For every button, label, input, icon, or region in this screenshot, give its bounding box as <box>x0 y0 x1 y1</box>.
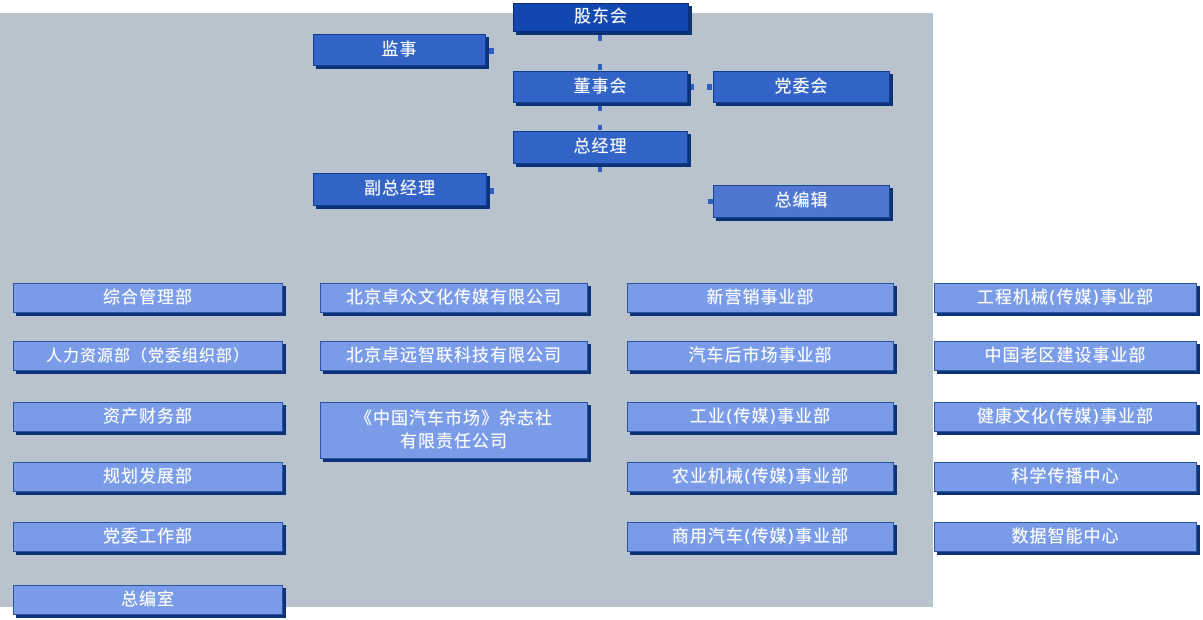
org-node-supervisor: 监事 <box>313 34 486 66</box>
connector-stub <box>598 166 602 172</box>
org-node-planning-development-dept: 规划发展部 <box>13 462 283 492</box>
org-node-science-communication-center: 科学传播中心 <box>934 462 1197 492</box>
org-node-health-culture-media-division: 健康文化(传媒)事业部 <box>934 402 1197 432</box>
org-node-data-intelligence-center: 数据智能中心 <box>934 522 1197 552</box>
org-node-general-manager: 总经理 <box>513 131 688 164</box>
org-node-commercial-vehicle-media-division: 商用汽车(传媒)事业部 <box>627 522 894 552</box>
org-node-asset-finance-dept: 资产财务部 <box>13 402 283 432</box>
org-node-new-marketing-division: 新营销事业部 <box>627 283 894 313</box>
connector-stub <box>488 48 494 54</box>
connector-stub <box>707 84 712 90</box>
org-node-editor-in-chief: 总编辑 <box>713 185 890 218</box>
org-node-editorial-office: 总编室 <box>13 585 283 615</box>
connector-stub <box>598 125 602 130</box>
org-node-china-old-region-division: 中国老区建设事业部 <box>934 341 1197 371</box>
connector-stub <box>598 105 602 111</box>
org-node-party-work-dept: 党委工作部 <box>13 522 283 552</box>
connector-stub <box>690 84 694 90</box>
org-node-party-committee: 党委会 <box>713 71 890 103</box>
connector-stub <box>598 34 602 41</box>
connector-stub <box>598 64 602 70</box>
org-node-shareholders-meeting: 股东会 <box>513 3 689 32</box>
org-node-zhuozhong-culture-media: 北京卓众文化传媒有限公司 <box>320 283 588 313</box>
org-node-general-management-dept: 综合管理部 <box>13 283 283 313</box>
org-node-agri-machinery-media-division: 农业机械(传媒)事业部 <box>627 462 894 492</box>
org-node-zhuoyuan-zhilian-tech: 北京卓远智联科技有限公司 <box>320 341 588 371</box>
org-node-china-auto-market-magazine: 《中国汽车市场》杂志社 有限责任公司 <box>320 402 588 459</box>
org-node-board-of-directors: 董事会 <box>513 71 688 103</box>
org-node-auto-aftermarket-division: 汽车后市场事业部 <box>627 341 894 371</box>
org-node-deputy-general-manager: 副总经理 <box>313 173 487 206</box>
connector-stub <box>488 188 494 194</box>
connector-stub <box>708 199 713 204</box>
org-node-hr-dept: 人力资源部（党委组织部） <box>13 341 283 371</box>
org-node-industry-media-division: 工业(传媒)事业部 <box>627 402 894 432</box>
org-node-construction-machinery-media-division: 工程机械(传媒)事业部 <box>934 283 1197 313</box>
